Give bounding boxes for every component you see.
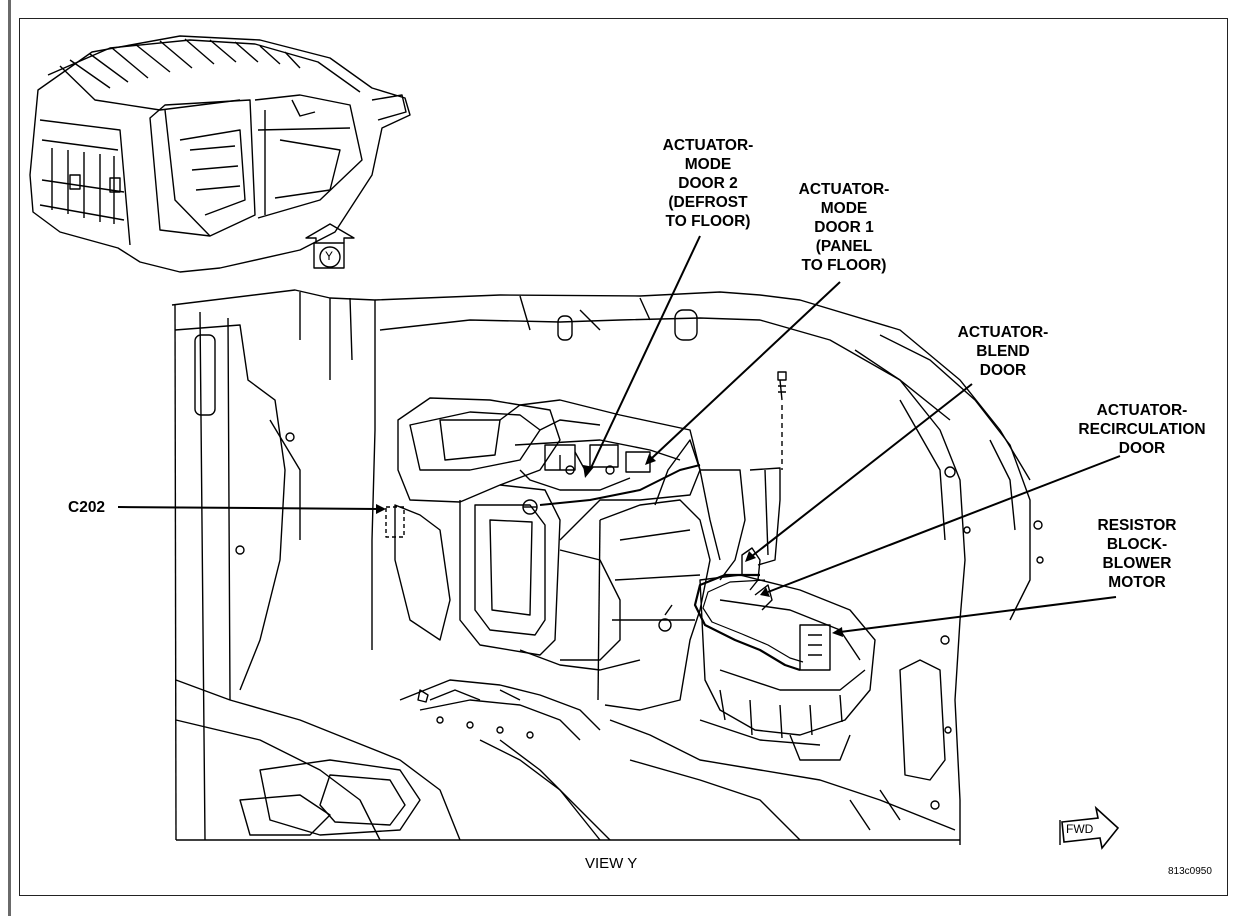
leader-lines [117, 235, 1121, 633]
inset-view-marker: Y [325, 249, 334, 263]
label-resistor-block-blower-motor: RESISTOR BLOCK- BLOWER MOTOR [1097, 517, 1177, 591]
label-actuator-blend-door: ACTUATOR- BLEND DOOR [957, 324, 1049, 379]
label-actuator-recirculation-door: ACTUATOR- RECIRCULATION DOOR [1078, 402, 1206, 457]
view-direction-arrow [305, 223, 355, 269]
diagram-frame [19, 18, 1228, 896]
view-caption: VIEW Y [585, 855, 638, 872]
fwd-label: FWD [1066, 822, 1094, 836]
leader-arrowheads [376, 454, 843, 637]
label-actuator-mode-door-1: ACTUATOR- MODE DOOR 1 (PANEL TO FLOOR) [798, 181, 890, 274]
label-actuator-mode-door-2: ACTUATOR- MODE DOOR 2 (DEFROST TO FLOOR) [662, 137, 754, 230]
main-assembly-drawing [171, 289, 1061, 845]
label-connector-c202: C202 [68, 499, 106, 516]
figure-id: 813c0950 [1168, 866, 1212, 877]
fwd-arrow [1061, 805, 1120, 850]
page-left-rule [8, 0, 11, 916]
inset-truck-cab [29, 35, 411, 273]
